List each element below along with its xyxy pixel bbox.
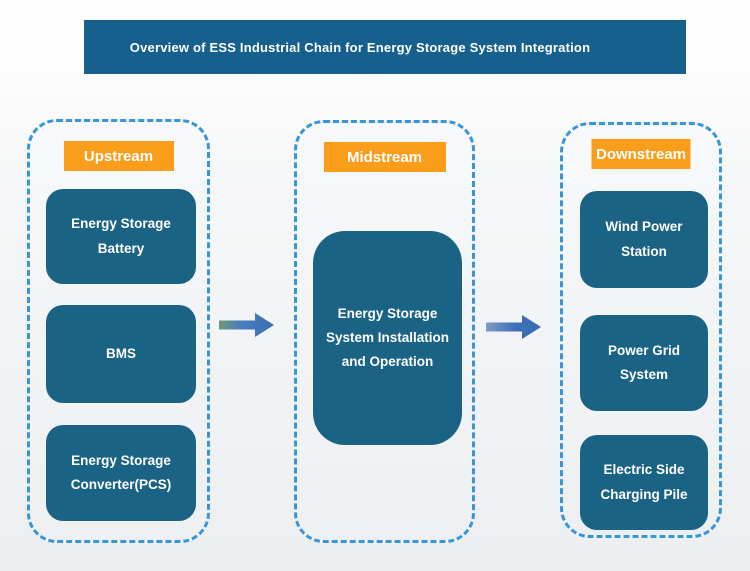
- right-arrow-shape: [219, 313, 274, 337]
- stage-label-midstream: Midstream: [323, 142, 446, 172]
- page-title: Overview of ESS Industrial Chain for Ene…: [129, 39, 591, 55]
- node-energy-storage-converter-pcs: Energy Storage Converter(PCS): [46, 425, 196, 521]
- stage-label-upstream: Upstream: [63, 141, 174, 171]
- right-arrow-shape: [486, 315, 541, 339]
- column-midstream: Midstream Energy Storage System Installa…: [294, 120, 475, 543]
- title-banner: Overview of ESS Industrial Chain for Ene…: [84, 20, 686, 74]
- node-bms: BMS: [46, 305, 196, 403]
- node-energy-storage-system-installation-and-operation: Energy Storage System Installation and O…: [313, 231, 462, 445]
- node-power-grid-system: Power Grid System: [580, 315, 708, 411]
- flow-arrow-upstream-to-midstream-icon: [219, 313, 274, 337]
- stage-label-downstream: Downstream: [591, 139, 691, 169]
- node-energy-storage-battery: Energy Storage Battery: [46, 189, 196, 284]
- column-downstream: Downstream Wind Power Station Power Grid…: [560, 122, 722, 538]
- flow-arrow-midstream-to-downstream-icon: [486, 315, 541, 339]
- node-electric-side-charging-pile: Electric Side Charging Pile: [580, 435, 708, 530]
- node-wind-power-station: Wind Power Station: [580, 191, 708, 288]
- column-upstream: Upstream Energy Storage Battery BMS Ener…: [27, 119, 210, 543]
